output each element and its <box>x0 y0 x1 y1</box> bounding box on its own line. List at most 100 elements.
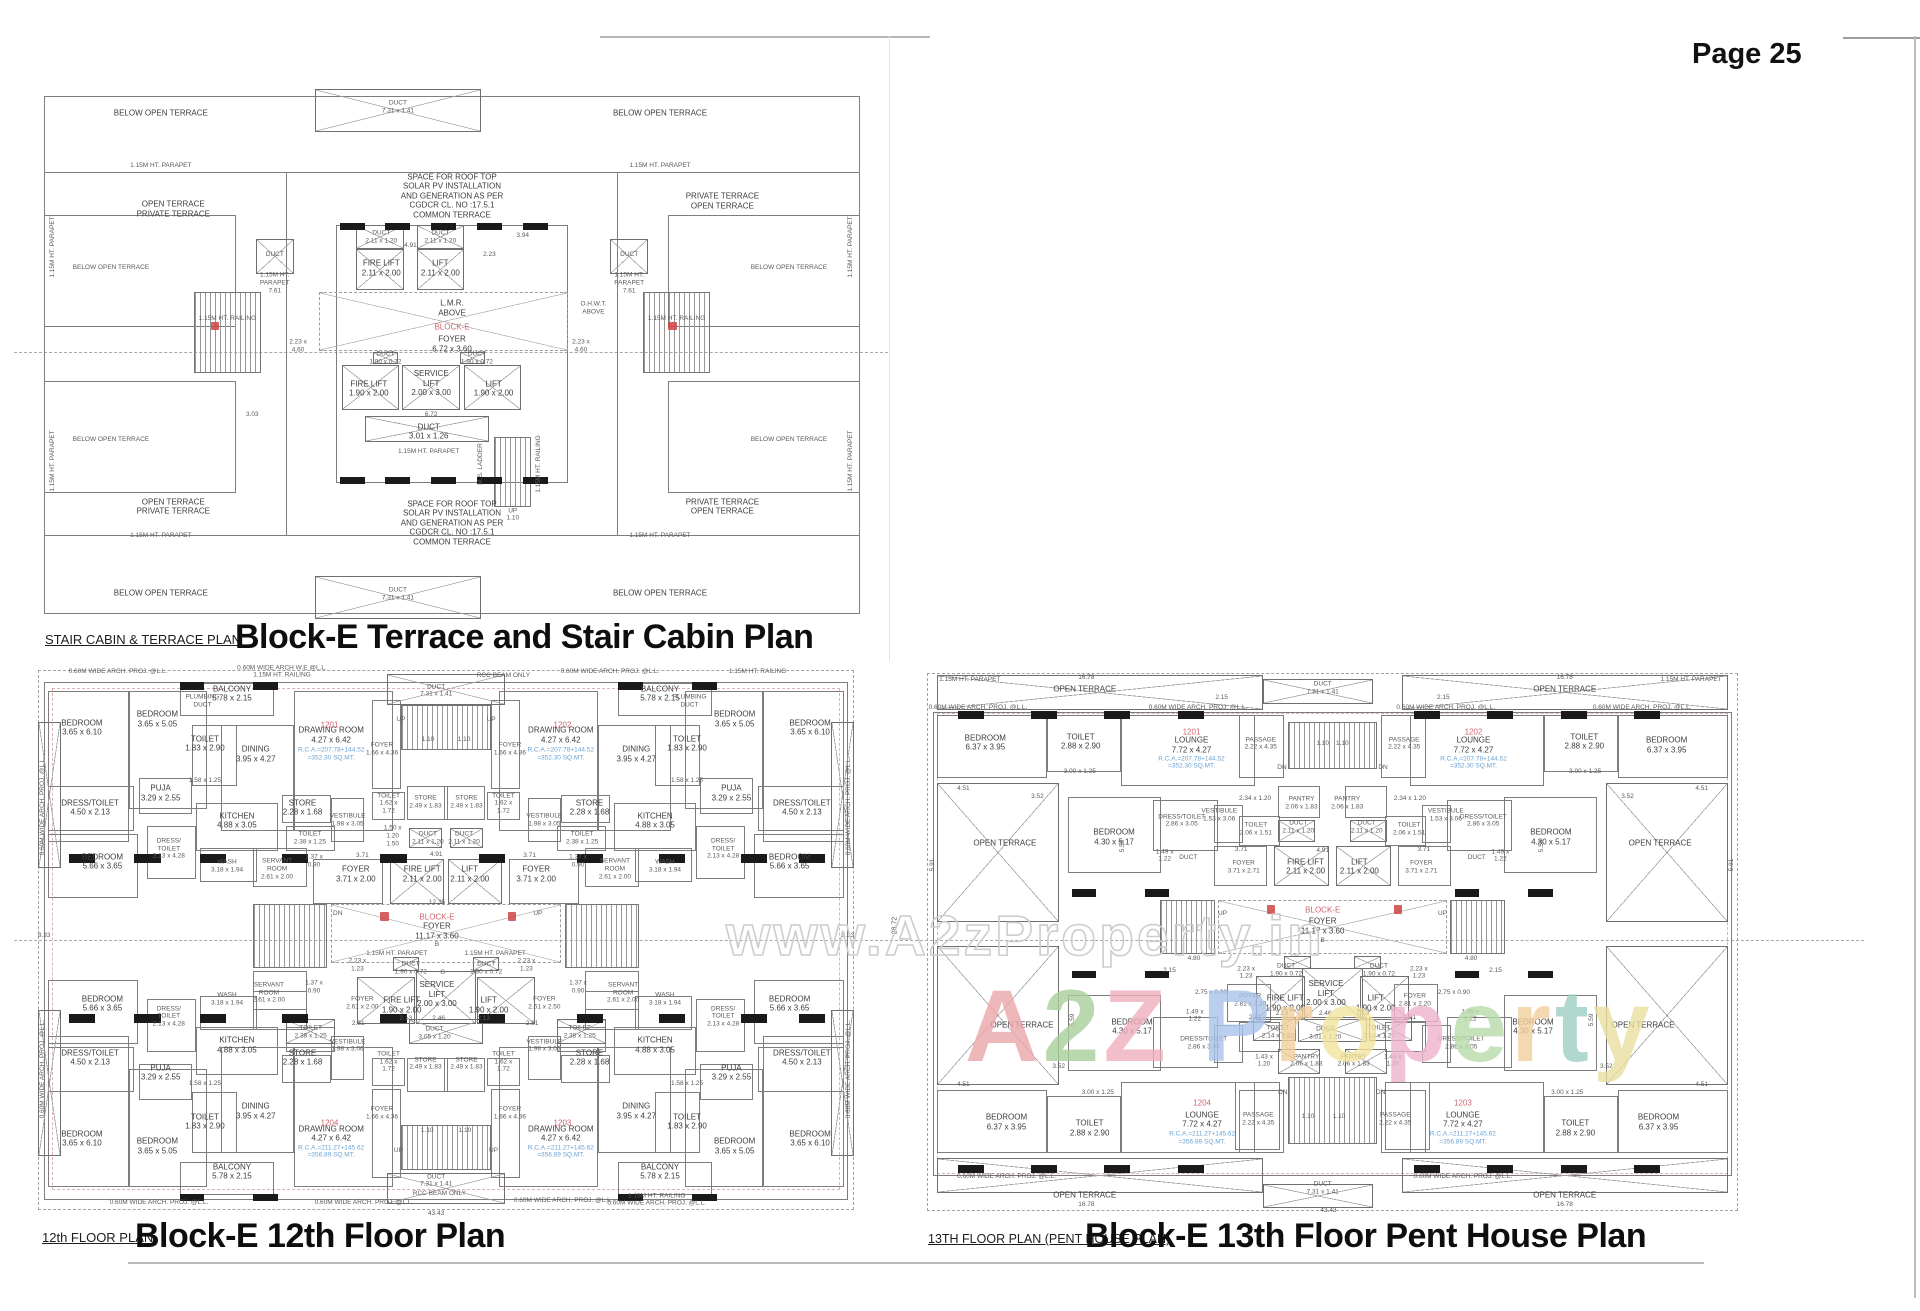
room-outline <box>487 792 520 820</box>
room-label: BELOW OPEN TERRACE <box>612 587 708 597</box>
room-outline <box>1067 796 1162 873</box>
room-outline <box>700 778 754 815</box>
room-outline <box>597 1046 672 1154</box>
room-outline <box>1238 1090 1284 1153</box>
room-outline <box>406 786 448 820</box>
fire-safety-mark <box>507 912 516 921</box>
room-label: 16.78 <box>1078 674 1095 682</box>
room-label: 0.60M WIDE ARCH. PROJ. @L.L. <box>513 1196 613 1204</box>
stair-hatch <box>1287 1076 1378 1145</box>
room-label: 12.35 <box>428 899 446 907</box>
duct-or-lift-shaft <box>1298 1016 1367 1042</box>
wall-black-segment <box>798 1014 825 1023</box>
room-label: DUCT <box>1179 853 1198 861</box>
wall-black-segment <box>1414 1165 1441 1174</box>
room-outline <box>700 1063 754 1100</box>
wall-outline <box>509 859 579 904</box>
room-outline <box>179 682 274 717</box>
room-label: 1.10 <box>457 736 471 744</box>
wall-outline <box>668 380 860 494</box>
room-outline <box>331 797 364 843</box>
room-outline <box>560 794 610 823</box>
room-label: 3.00 x 1.25 <box>1063 768 1096 776</box>
duct-or-lift-shaft <box>1344 1049 1388 1075</box>
room-label: 5.59 <box>1069 1013 1077 1026</box>
duct-or-lift-shaft <box>1263 1183 1374 1209</box>
room-outline <box>406 1058 448 1092</box>
wall-outline <box>1234 1081 1280 1150</box>
room-outline <box>499 691 598 832</box>
wall-black-segment <box>522 477 548 484</box>
room-outline <box>128 691 207 809</box>
room-label: 0.60M WIDE ARCH. PROJ. @L.L. <box>560 667 660 675</box>
duct-or-lift-shaft <box>610 238 648 274</box>
terrace-cross-area <box>1605 946 1728 1085</box>
room-label: UP <box>533 909 543 917</box>
wall-outline <box>1344 786 1388 818</box>
room-label: UP <box>486 715 496 723</box>
duct-or-lift-shaft <box>409 828 442 848</box>
room-label: BELOW OPEN TERRACE <box>72 435 150 443</box>
room-label: 1.15M HT. PARAPET <box>847 216 855 278</box>
room-label: OPEN TERRACE <box>1533 684 1597 694</box>
wall-black-segment <box>179 1193 205 1201</box>
room-label: 1.10 <box>1332 1112 1346 1120</box>
room-label: 1.58 x 1.25 <box>188 777 221 785</box>
room-outline <box>487 1058 520 1086</box>
room-label: 2.46 <box>432 1014 445 1022</box>
wall-black-segment <box>282 1014 309 1023</box>
room-outline <box>597 724 672 832</box>
fire-safety-mark <box>210 321 220 330</box>
room-label: UP <box>396 715 406 723</box>
room-label: OPEN TERRACE <box>990 1020 1054 1030</box>
duct-or-lift-shaft <box>402 364 461 411</box>
room-outline <box>1381 715 1427 778</box>
room-label: 0.60M WIDE ARCH. PROJ. @L.L. <box>1592 704 1692 711</box>
wall-black-segment <box>431 223 457 230</box>
room-outline <box>1047 715 1121 773</box>
room-label: 4.91 <box>1316 847 1330 855</box>
room-label: 1201 <box>320 720 339 730</box>
room-outline <box>1409 1081 1545 1153</box>
room-label: 2.15 <box>1163 966 1176 974</box>
room-label: 0.60M WIDE ARCH W.E @L.L.1.15M HT. RAILI… <box>237 663 327 679</box>
fire-safety-mark <box>1267 905 1276 914</box>
stair-hatch <box>194 292 261 373</box>
room-label: DUCT <box>1467 853 1486 861</box>
room-outline <box>614 1027 697 1075</box>
room-label: 1.15M HT. PARAPET <box>48 216 56 278</box>
sheet-top-line-right <box>1843 37 1920 39</box>
room-label: UP <box>1438 909 1448 917</box>
section-line-bottom <box>14 940 1864 941</box>
